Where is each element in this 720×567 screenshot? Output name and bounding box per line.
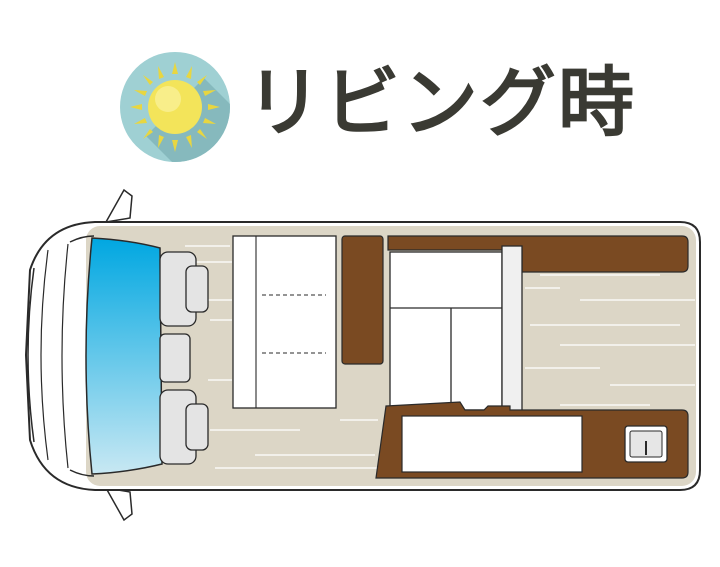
sink-icon xyxy=(624,425,668,463)
page-title: リビング時 xyxy=(246,58,636,147)
sun-highlight xyxy=(155,86,181,112)
front-bumper xyxy=(27,267,35,443)
counter-top xyxy=(401,415,583,473)
mirror-right xyxy=(104,487,133,522)
sofa-bench xyxy=(232,235,337,409)
windshield xyxy=(85,237,163,475)
dashboard-curve xyxy=(61,243,69,469)
center-seat xyxy=(159,333,191,383)
a-pillar-top xyxy=(69,235,95,243)
sun-rays xyxy=(130,62,220,152)
floor-planks xyxy=(185,245,695,469)
cabinet-left xyxy=(341,235,384,365)
passenger-seat xyxy=(159,389,209,465)
van-floor-plan xyxy=(24,188,701,522)
driver-seat xyxy=(159,251,209,327)
a-pillar-bottom xyxy=(69,469,95,477)
header: リビング時 xyxy=(0,0,720,180)
rear-seat xyxy=(389,245,523,415)
front-bumper-inner xyxy=(40,249,49,461)
sun-icon xyxy=(120,52,230,162)
upper-shelf xyxy=(387,235,689,273)
badge-long-shadow xyxy=(146,78,230,162)
mirror-left xyxy=(104,188,133,223)
